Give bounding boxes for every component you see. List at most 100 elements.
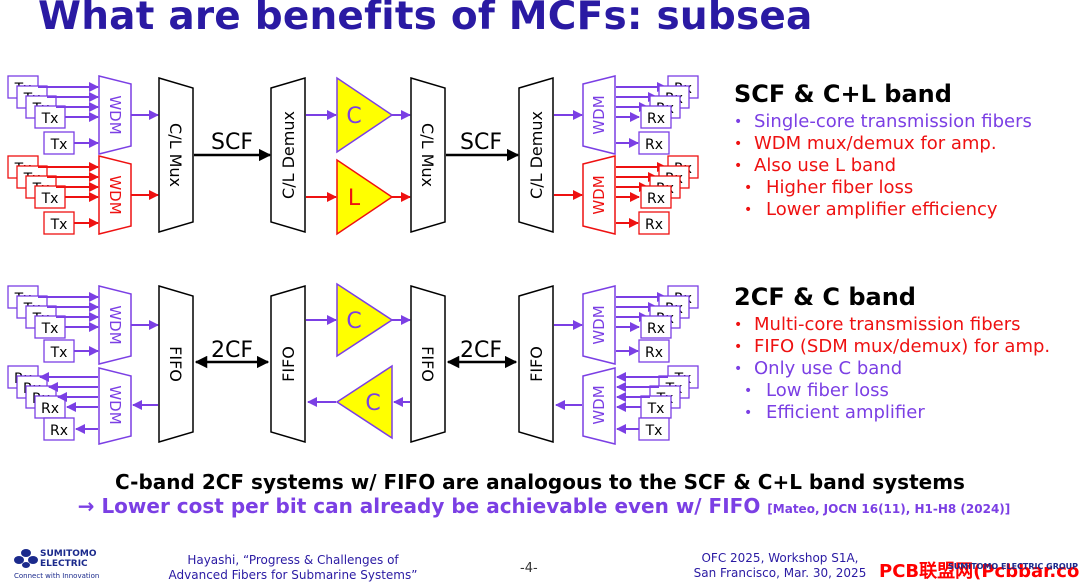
tx-box: Tx bbox=[43, 339, 75, 363]
wdm-mux-red: WDM bbox=[98, 155, 132, 235]
rx-box: Rx bbox=[638, 211, 670, 235]
rx-stack-red: Rx Rx Rx Rx Rx bbox=[638, 155, 699, 235]
wdm-demux-red: WDM bbox=[582, 155, 616, 235]
svg-text:Tx: Tx bbox=[645, 423, 663, 439]
rx-box: Rx bbox=[640, 185, 672, 209]
svg-text:Tx: Tx bbox=[50, 345, 68, 361]
fifo-3: FIFO bbox=[410, 284, 446, 444]
bullet-subitem: Lower amplifier efficiency bbox=[734, 199, 1032, 221]
cl-demux-2: C/L Demux bbox=[518, 76, 554, 234]
scf-bullets: Single-core transmission fibers WDM mux/… bbox=[734, 111, 1032, 221]
rx-box: Rx bbox=[638, 339, 670, 363]
tx-stack-bottom-left: Tx Tx Tx Tx Tx bbox=[7, 285, 75, 363]
system-diagram: Tx Tx Tx Tx Tx Tx Tx Tx Tx Tx WDM WDM bbox=[7, 75, 699, 445]
svg-text:Rx: Rx bbox=[645, 345, 663, 361]
2cf-link-2: 2CF bbox=[446, 338, 518, 369]
svg-text:FIFO: FIFO bbox=[418, 346, 437, 382]
tx-box: Tx bbox=[638, 417, 670, 441]
slide-title: What are benefits of MCFs: subsea bbox=[38, 0, 813, 39]
svg-text:Rx: Rx bbox=[647, 191, 665, 207]
svg-text:WDM: WDM bbox=[106, 305, 124, 344]
svg-text:WDM: WDM bbox=[590, 385, 608, 424]
svg-text:WDM: WDM bbox=[106, 385, 124, 424]
amplifier-c-forward: C bbox=[336, 282, 394, 358]
wdm-mux-bottom: WDM bbox=[98, 285, 132, 365]
tx-box: Tx bbox=[43, 211, 75, 235]
svg-text:FIFO: FIFO bbox=[279, 346, 298, 382]
fifo-4: FIFO bbox=[518, 284, 554, 444]
wdm-mux-purple: WDM bbox=[98, 75, 132, 155]
rx-stack-bottom-left: Rx Rx Rx Rx Rx bbox=[7, 365, 75, 441]
conclusion-line-1: C-band 2CF systems w/ FIFO are analogous… bbox=[115, 470, 965, 494]
rx-stack-bottom-right: Rx Rx Rx Rx Rx bbox=[638, 285, 699, 363]
svg-text:C: C bbox=[346, 309, 361, 334]
svg-text:Rx: Rx bbox=[647, 111, 665, 127]
tx-box: Tx bbox=[34, 315, 66, 339]
wdm-demux-bottom: WDM bbox=[98, 367, 132, 445]
svg-text:WDM: WDM bbox=[590, 175, 608, 214]
fifo-2: FIFO bbox=[270, 284, 306, 444]
fifo-1: FIFO bbox=[158, 284, 194, 444]
svg-text:FIFO: FIFO bbox=[527, 346, 546, 382]
rx-box: Rx bbox=[43, 417, 75, 441]
footer-author: Hayashi, “Progress & Challenges of Advan… bbox=[168, 553, 418, 582]
conclusion-text: → Lower cost per bit can already be achi… bbox=[77, 494, 761, 518]
svg-text:Rx: Rx bbox=[50, 423, 68, 439]
bullet-item: Also use L band bbox=[734, 155, 1032, 177]
footer-venue: OFC 2025, Workshop S1A, San Francisco, M… bbox=[693, 551, 867, 580]
scf-link-1: SCF bbox=[194, 130, 272, 162]
wdm-demux-purple: WDM bbox=[582, 75, 616, 155]
svg-text:WDM: WDM bbox=[590, 305, 608, 344]
svg-text:2CF: 2CF bbox=[460, 338, 502, 363]
svg-text:WDM: WDM bbox=[106, 175, 124, 214]
cf-heading: 2CF & C band bbox=[734, 283, 916, 311]
conclusion-line-2: → Lower cost per bit can already be achi… bbox=[0, 494, 1080, 518]
svg-text:Rx: Rx bbox=[645, 217, 663, 233]
cl-demux: C/L Demux bbox=[270, 76, 306, 234]
tx-stack-bottom-right: Tx Tx Tx Tx Tx bbox=[638, 365, 699, 441]
tx-box: Tx bbox=[34, 105, 66, 129]
svg-text:Tx: Tx bbox=[50, 137, 68, 153]
bullet-item: FIFO (SDM mux/demux) for amp. bbox=[734, 336, 1050, 358]
svg-text:Rx: Rx bbox=[647, 321, 665, 337]
cf-bullets: Multi-core transmission fibers FIFO (SDM… bbox=[734, 314, 1050, 424]
svg-text:Tx: Tx bbox=[41, 191, 59, 207]
bullet-subitem: Efficient amplifier bbox=[734, 402, 1050, 424]
wdm-demux-bottom-right: WDM bbox=[582, 285, 616, 365]
citation: [Mateo, JOCN 16(11), H1-H8 (2024)] bbox=[767, 502, 1011, 516]
cf-panel: 2CF & C band Multi-core transmission fib… bbox=[734, 283, 1050, 424]
logo-text: SUMITOMO ELECTRIC bbox=[40, 549, 97, 569]
tx-box: Tx bbox=[640, 395, 672, 419]
watermark: PCB联盟网(Pcbbar.com) bbox=[879, 561, 1080, 582]
svg-text:Tx: Tx bbox=[41, 111, 59, 127]
svg-text:L: L bbox=[348, 186, 361, 211]
rx-box: Rx bbox=[640, 105, 672, 129]
bullet-subitem: Low fiber loss bbox=[734, 380, 1050, 402]
scf-panel: SCF & C+L band Single-core transmission … bbox=[734, 80, 1032, 221]
svg-text:C: C bbox=[346, 104, 361, 129]
bullet-item: Multi-core transmission fibers bbox=[734, 314, 1050, 336]
svg-text:C/L Demux: C/L Demux bbox=[279, 111, 298, 199]
scf-link-2: SCF bbox=[446, 130, 520, 162]
svg-text:SCF: SCF bbox=[460, 130, 502, 155]
svg-text:Rx: Rx bbox=[41, 401, 59, 417]
svg-text:C/L Mux: C/L Mux bbox=[166, 123, 185, 187]
svg-text:Rx: Rx bbox=[645, 137, 663, 153]
page-number: -4- bbox=[520, 561, 538, 576]
rx-box: Rx bbox=[640, 315, 672, 339]
amplifier-c: C bbox=[336, 76, 394, 154]
svg-text:2CF: 2CF bbox=[211, 338, 253, 363]
bullet-item: Only use C band bbox=[734, 358, 1050, 380]
svg-text:Tx: Tx bbox=[647, 401, 665, 417]
wdm-mux-bottom-right: WDM bbox=[582, 367, 616, 445]
rx-box: Rx bbox=[34, 395, 66, 419]
svg-text:SCF: SCF bbox=[211, 130, 253, 155]
logo-tagline: Connect with Innovation bbox=[14, 572, 100, 580]
tx-stack-red: Tx Tx Tx Tx Tx bbox=[7, 155, 75, 235]
svg-text:C/L Demux: C/L Demux bbox=[527, 111, 546, 199]
tx-box: Tx bbox=[43, 131, 75, 155]
scf-heading: SCF & C+L band bbox=[734, 80, 952, 108]
amplifier-c-backward: C bbox=[335, 364, 393, 440]
logo-icon bbox=[14, 549, 38, 568]
2cf-link-1: 2CF bbox=[194, 338, 270, 369]
